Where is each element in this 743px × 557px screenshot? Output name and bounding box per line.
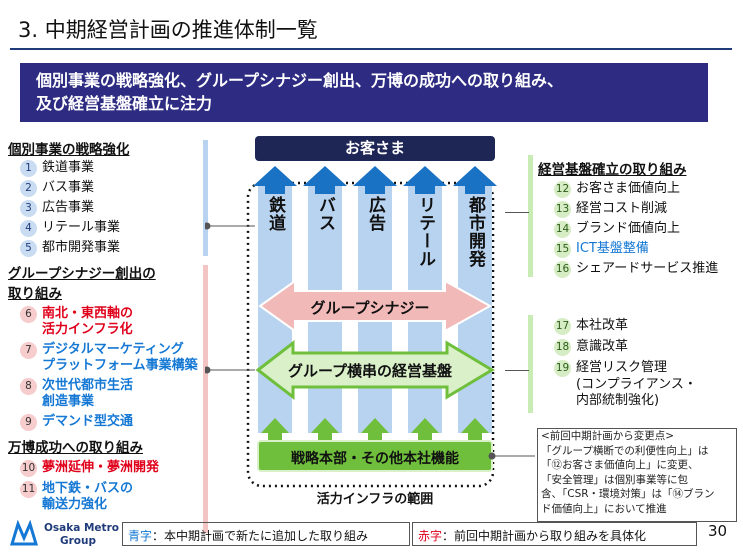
customer-bar: [255, 136, 495, 161]
section-heading: 個別事業の戦略強化: [8, 142, 130, 158]
company-logo: Osaka Metro Group: [10, 518, 120, 550]
page-number: 30: [708, 522, 728, 540]
connector-dot: [205, 222, 211, 230]
structure-diagram: [205, 136, 535, 488]
legend-red-text: 赤字：前回中期計画から取り組みを具体化: [418, 529, 647, 543]
legend-blue: [122, 522, 410, 546]
list-subtext: (コンプライアンス・ 内部統制強化): [576, 377, 697, 408]
legend-red: [412, 522, 697, 546]
range-label: 活力インフラの範囲: [300, 488, 450, 507]
column-label: リテール: [415, 196, 435, 268]
logo-mark-icon: [10, 520, 39, 546]
change-note: <前回中期計画から変更点> 「グループ横断での利便性向上」は 「⑫お客さま価値向…: [541, 430, 715, 515]
change-note-box: [537, 428, 737, 522]
green-bracket-bar: [528, 315, 533, 413]
connector-line: [505, 212, 529, 213]
section-heading: 万博成功への取り組み: [8, 440, 143, 456]
hq-label: 戦略本部・その他本社機能: [291, 451, 459, 467]
synergy-label: グループシナジー: [310, 299, 430, 317]
connector-dot: [488, 452, 496, 460]
section-heading-2: 取り組み: [8, 286, 62, 302]
connector-dot: [205, 366, 211, 374]
banner-line-2: 及び経営基盤確立に注力: [36, 94, 213, 113]
section-heading: 経営基盤確立の取り組み: [538, 162, 687, 178]
column-label: 鉄道: [265, 196, 285, 232]
customer-label: お客さま: [344, 139, 405, 157]
cross-arrow: [255, 339, 495, 401]
column-label: 都市開発: [465, 196, 485, 268]
green-bracket-bar: [528, 155, 533, 277]
cross-label: グループ横串の経営基盤: [287, 362, 453, 380]
legend-blue-text: 青字：本中期計画で新たに追加した取り組み: [128, 529, 369, 543]
connector-line: [505, 370, 529, 371]
synergy-arrow: [258, 279, 493, 333]
banner-line-1: 個別事業の戦略強化、グループシナジー創出、万博の成功への取り組み、: [36, 71, 564, 90]
column-label: 広告: [365, 196, 385, 232]
section-heading: グループシナジー創出の: [8, 266, 156, 282]
page-title: 3. 中期経営計画の推進体制一覧: [18, 18, 318, 42]
summary-banner: 個別事業の戦略強化、グループシナジー創出、万博の成功への取り組み、 及び経営基盤…: [20, 63, 708, 122]
pink-bracket-bar: [203, 265, 208, 533]
blue-bracket-bar: [203, 140, 208, 256]
title-underline: [10, 48, 732, 50]
column-label: バス: [315, 196, 335, 232]
green-up-arrows: [261, 418, 489, 440]
